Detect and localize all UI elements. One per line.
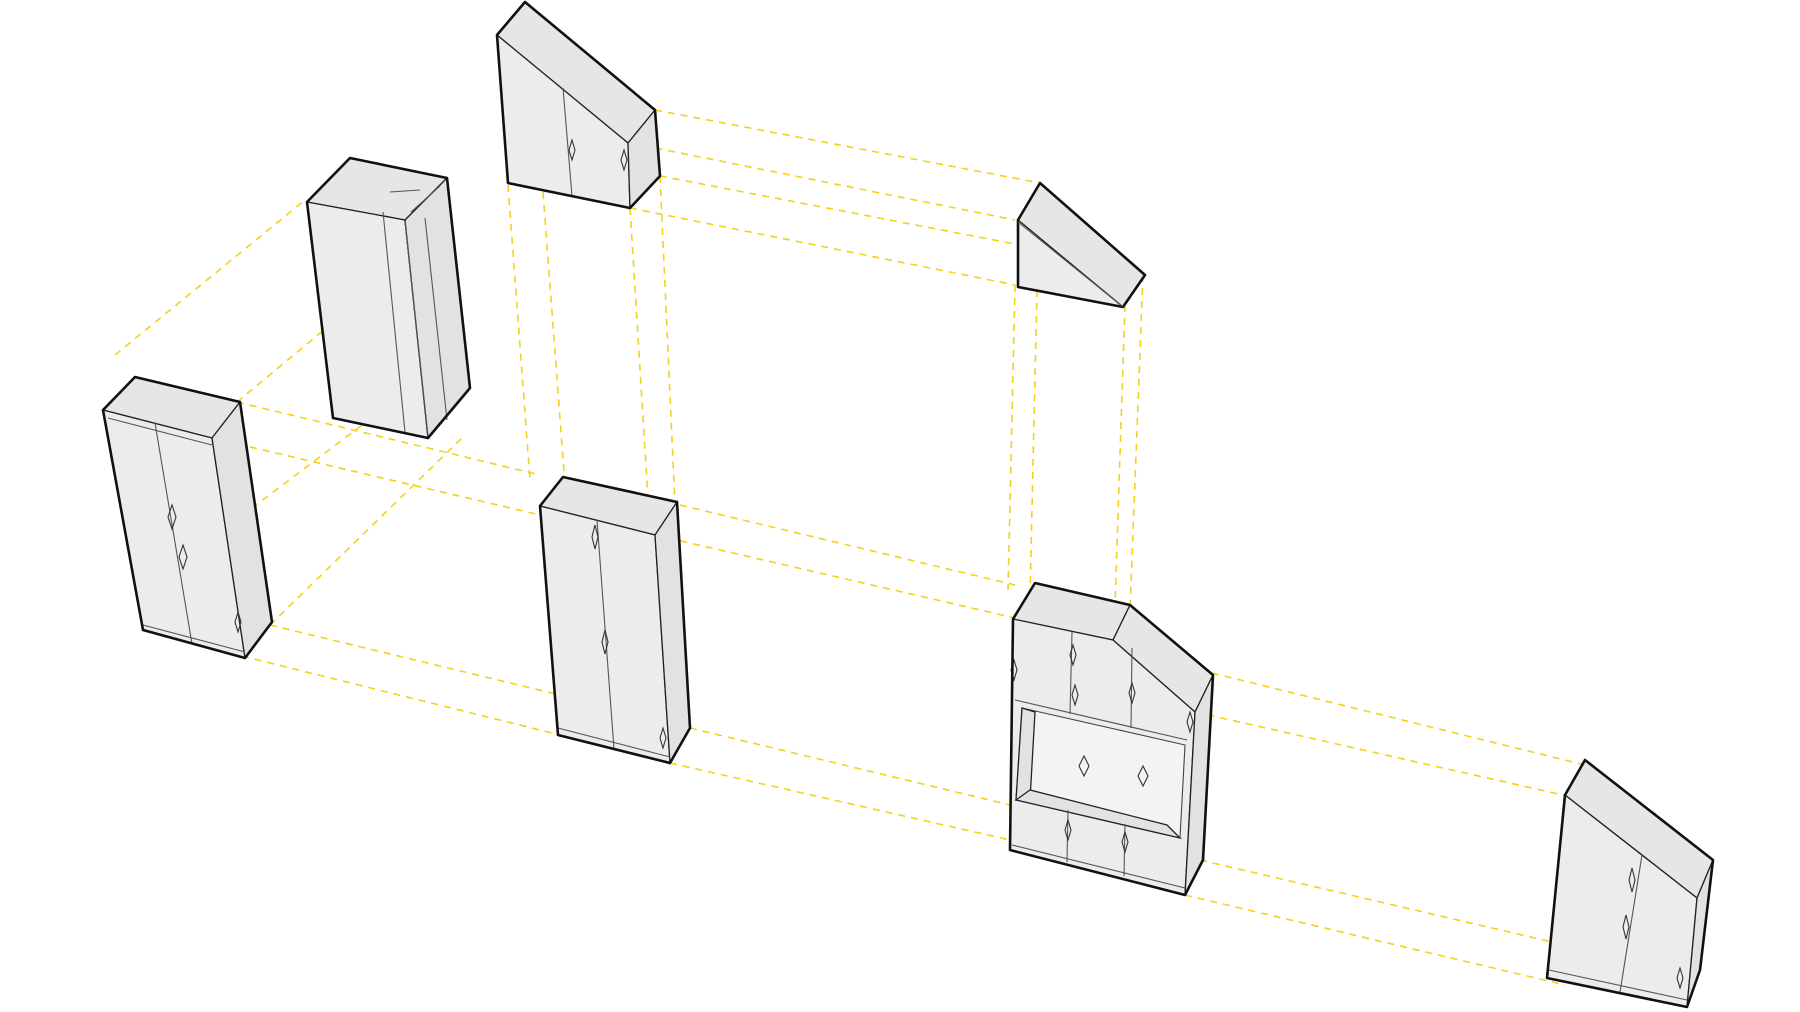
guide-line [1211,672,1586,766]
guide-line [269,624,561,696]
guide-line [1129,274,1144,611]
guide-line [629,207,649,499]
door-handle-icon [1078,754,1090,778]
door-seam [1548,969,1688,1001]
door-handle-icon [178,543,188,571]
door-handle-icon [167,503,177,531]
door-seam [389,189,421,193]
combo-unit-with-open-shelf [1008,581,1215,897]
guide-line [659,175,676,506]
sloped-cabinet-right [1545,758,1715,1009]
door-handle-icon [1186,710,1194,734]
door-handle-icon [1064,818,1072,842]
door-handle-icon [1137,764,1149,788]
door-handle-icon [234,610,242,634]
door-handle-icon [601,629,609,655]
guide-line [654,109,1041,184]
sloped-cabinet-top [495,0,662,210]
door-seam [557,727,671,758]
door-handle-icon [1128,681,1136,705]
alignment-guides [114,109,1586,986]
guide-line [654,534,1016,619]
guide-line [679,504,1016,586]
module-outline [1545,758,1715,1009]
door-seam [382,211,406,433]
module-outline [1016,181,1147,309]
door-seam [1011,844,1186,889]
door-seam [424,217,448,421]
module-outline [101,375,274,660]
door-seam [154,422,193,645]
guide-line [236,324,331,403]
door-handle-icon [620,148,628,172]
guide-line [241,655,561,736]
door-handle-icon [1676,966,1684,990]
door-seam [1069,631,1073,715]
door-seam [142,624,246,653]
module-outline [305,156,472,440]
guide-line [1194,711,1586,801]
tall-cabinet-middle [538,475,692,766]
door-handle-icon [1071,683,1079,707]
module-outline [538,475,692,765]
guide-line [211,437,541,516]
guide-line [689,727,1011,806]
door-seam [1130,647,1133,729]
door-handle-icon [1069,643,1077,667]
guide-line [269,434,466,626]
guide-line [542,191,566,486]
module-outline [495,0,662,210]
guide-line [1199,859,1566,946]
guide-line [1029,289,1038,596]
guide-line [669,762,1011,841]
door-seam [1014,699,1188,741]
tall-cabinet-left [101,375,274,660]
guide-line [1184,894,1566,986]
door-seam [107,417,213,446]
guide-line [629,142,1016,221]
door-seam [410,185,441,213]
door-seam [1619,854,1643,993]
door-handle-icon [1121,830,1129,854]
guide-line [629,207,1016,286]
guide-line [659,175,1021,246]
door-handle-icon [568,138,576,162]
door-seam [596,519,615,750]
guide-line [1114,304,1126,606]
guide-line [1007,284,1016,591]
wedge-cap [1016,181,1147,309]
door-seam [562,87,573,197]
tall-cabinet-back [305,156,472,440]
door-handle-icon [659,726,667,750]
module-outline [1008,581,1215,897]
door-handle-icon [1628,867,1636,893]
door-handle-icon [591,524,599,550]
guide-line [114,199,306,356]
guide-line [507,184,531,481]
edge-line [1017,221,1124,308]
door-seam [404,221,429,437]
door-handle-icon [1622,914,1630,940]
